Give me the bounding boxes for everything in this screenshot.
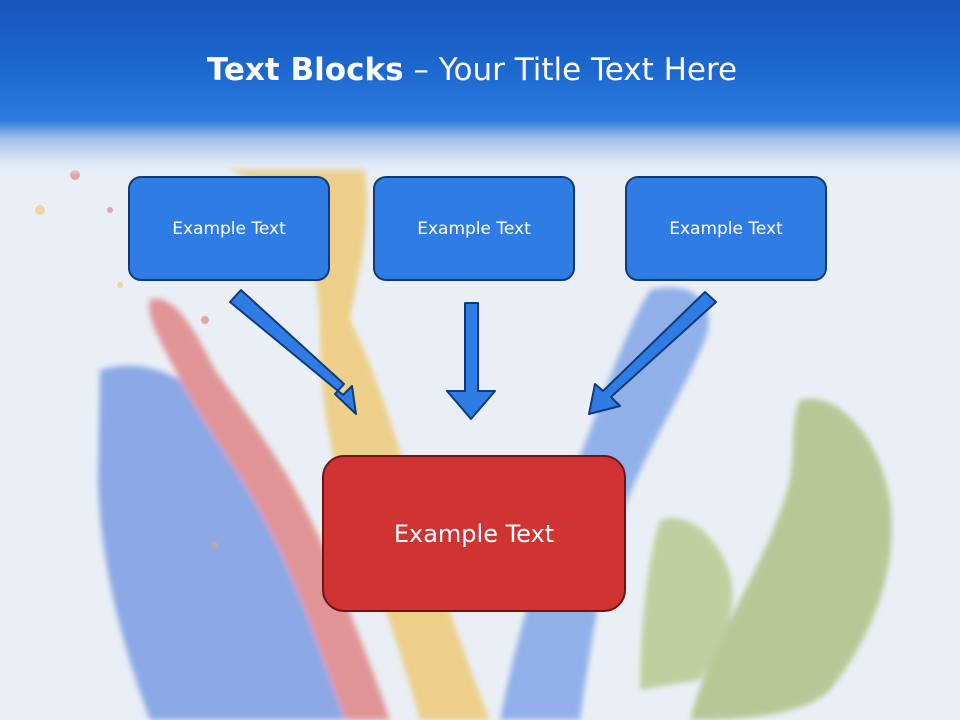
source-box-3-text: Example Text (669, 218, 783, 239)
arrow-center (446, 302, 496, 420)
source-box-1-text: Example Text (172, 218, 286, 239)
header-band (0, 0, 960, 175)
arrow-right (588, 291, 717, 415)
source-box-1: Example Text (128, 176, 330, 281)
title-rest: Your Title Text Here (438, 52, 738, 88)
source-box-3: Example Text (625, 176, 827, 281)
source-box-2: Example Text (373, 176, 575, 281)
source-box-2-text: Example Text (417, 218, 531, 239)
slide-title: Text Blocks – Your Title Text Here (0, 52, 944, 88)
title-dash: – (403, 52, 439, 88)
arrow-left (229, 289, 357, 415)
target-box: Example Text (322, 455, 626, 612)
title-bold: Text Blocks (206, 52, 404, 88)
target-box-text: Example Text (393, 519, 555, 548)
